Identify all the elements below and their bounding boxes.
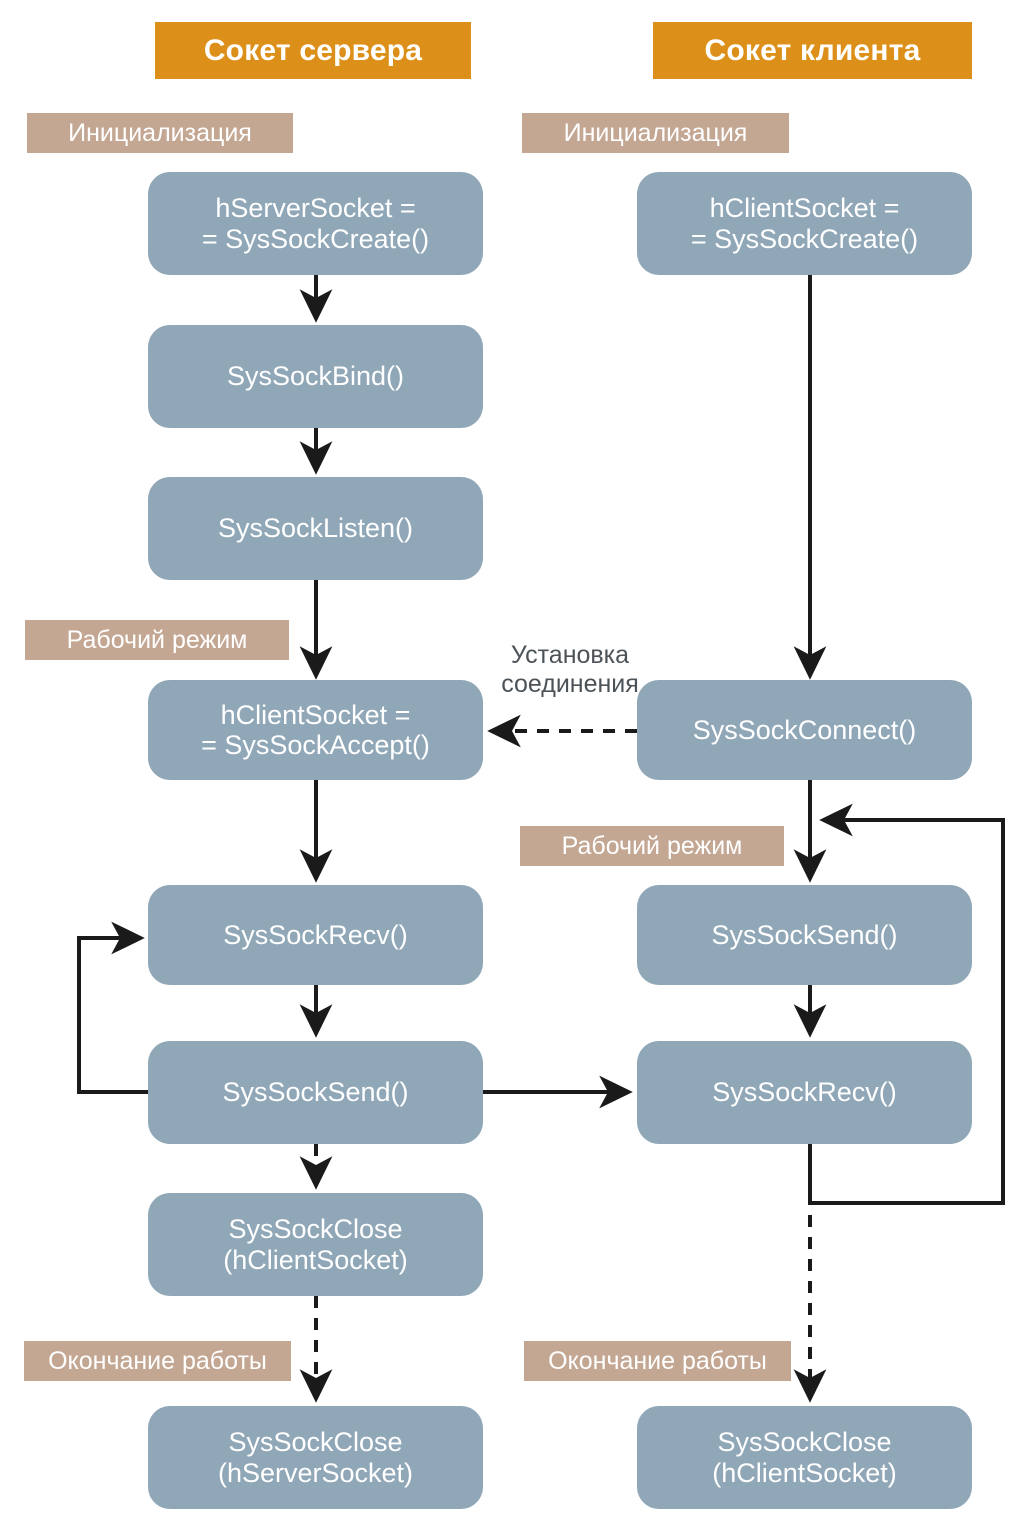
node-client-close-client[interactable]: SysSockClose (hClientSocket)	[637, 1406, 972, 1509]
node-server-send[interactable]: SysSockSend()	[148, 1041, 483, 1144]
client-header-label: Сокет клиента	[704, 33, 921, 67]
server-column-header: Сокет сервера	[155, 22, 471, 79]
node-client-create[interactable]: hClientSocket = = SysSockCreate()	[637, 172, 972, 275]
node-client-send[interactable]: SysSockSend()	[637, 885, 972, 985]
node-server-listen[interactable]: SysSockListen()	[148, 477, 483, 580]
server-header-label: Сокет сервера	[203, 33, 423, 67]
edge-srv-loop-send-to-recv	[77, 921, 148, 1094]
node-client-recv[interactable]: SysSockRecv()	[637, 1041, 972, 1144]
client-section-working-label: Рабочий режим	[520, 826, 784, 866]
node-server-close-server[interactable]: SysSockClose (hServerSocket)	[148, 1406, 483, 1509]
server-section-init-label: Инициализация	[27, 113, 293, 153]
client-section-init-label: Инициализация	[522, 113, 789, 153]
client-section-shutdown-label: Окончание работы	[524, 1341, 791, 1381]
node-server-recv[interactable]: SysSockRecv()	[148, 885, 483, 985]
node-server-bind[interactable]: SysSockBind()	[148, 325, 483, 428]
node-server-accept[interactable]: hClientSocket = = SysSockAccept()	[148, 680, 483, 780]
server-section-shutdown-label: Окончание работы	[24, 1341, 291, 1381]
node-client-connect[interactable]: SysSockConnect()	[637, 680, 972, 780]
node-server-close-client[interactable]: SysSockClose (hClientSocket)	[148, 1193, 483, 1296]
connection-establishment-label: Установка соединения	[501, 640, 639, 698]
node-server-create[interactable]: hServerSocket = = SysSockCreate()	[148, 172, 483, 275]
edge-cli-loop-recv-to-send	[808, 803, 1005, 1205]
server-section-working-label: Рабочий режим	[25, 620, 289, 660]
client-column-header: Сокет клиента	[653, 22, 972, 79]
